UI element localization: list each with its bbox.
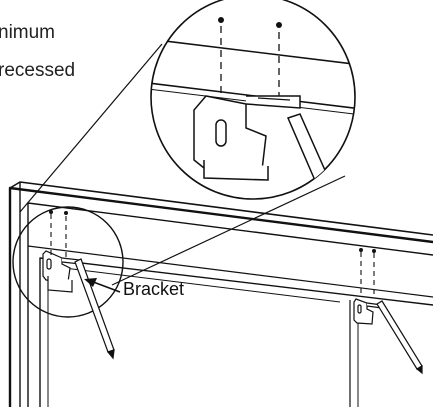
pencil-icon-right [376, 300, 423, 375]
callout-lines [19, 43, 346, 286]
detail-circle-magnified [150, 0, 356, 200]
right-drill-guides [360, 252, 375, 297]
left-bracket [42, 250, 81, 293]
bracket-label: Bracket [123, 279, 185, 299]
caption-line-1: nimum [0, 22, 56, 43]
left-drill-guides [50, 214, 67, 258]
right-bracket [353, 298, 383, 325]
right-screw-icons [359, 248, 376, 253]
left-screw-icons [49, 210, 68, 215]
window-frame [8, 181, 433, 407]
bracket-arrow [84, 278, 121, 293]
magnified-screw-icons [218, 17, 282, 28]
detail-circle-small [12, 206, 124, 318]
pencil-icon-left [74, 258, 115, 360]
caption-line-2: recessed [0, 60, 76, 81]
